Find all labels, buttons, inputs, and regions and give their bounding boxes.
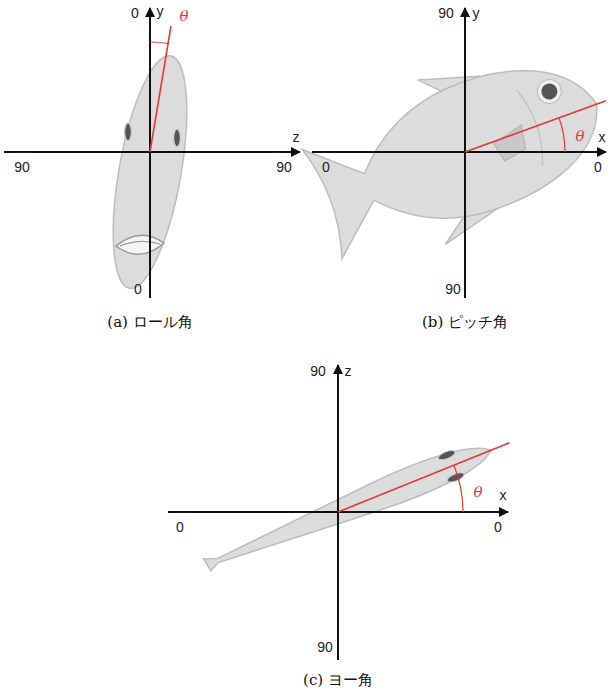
angle-arc (454, 465, 463, 512)
angle-symbol: θ (179, 8, 188, 25)
axis-value: 90 (445, 282, 461, 297)
fish-mouth-line (120, 241, 160, 246)
axis-value: 0 (131, 6, 139, 21)
axis-value: 90 (276, 160, 292, 175)
axis-value: 0 (322, 160, 330, 175)
fish-mouth (116, 235, 164, 254)
axis-value: 90 (310, 364, 326, 379)
angle-arc (150, 42, 168, 44)
fish-eye (174, 129, 181, 147)
axis-name: y (157, 4, 164, 19)
angle-symbol: θ (473, 484, 482, 501)
angle-line (338, 443, 510, 512)
angle-line (150, 26, 171, 152)
fish-eye (539, 81, 560, 102)
fish-eye (125, 123, 132, 141)
axis-value: 90 (317, 640, 333, 655)
subfigure-caption: (c) ヨー角 (303, 672, 373, 689)
fish-eye-ring (534, 76, 565, 107)
axis-name: z (345, 364, 352, 379)
axis-value: 0 (176, 520, 184, 535)
fish-eye (446, 471, 465, 484)
x-axis (312, 151, 606, 153)
axis-value: 0 (494, 520, 502, 535)
axis-value: 90 (14, 160, 30, 175)
angle-symbol: θ (575, 128, 584, 145)
axis-value: 0 (134, 282, 142, 297)
fish-eye (437, 449, 456, 462)
axis-name: x (599, 130, 606, 145)
fish-side-body (299, 42, 612, 265)
angle-line (465, 101, 606, 152)
axis-value: 90 (438, 6, 454, 21)
axis-value: 0 (594, 160, 602, 175)
axis-name: x (500, 488, 507, 503)
axis-name: y (473, 6, 480, 21)
axis-name: z (293, 130, 300, 145)
subfigure-caption: (a) ロール角 (107, 314, 192, 331)
pitch-fish (293, 25, 612, 279)
subfigure-caption: (b) ピッチ角 (422, 314, 508, 331)
angle-arc (559, 118, 565, 152)
z-axis (4, 151, 300, 153)
